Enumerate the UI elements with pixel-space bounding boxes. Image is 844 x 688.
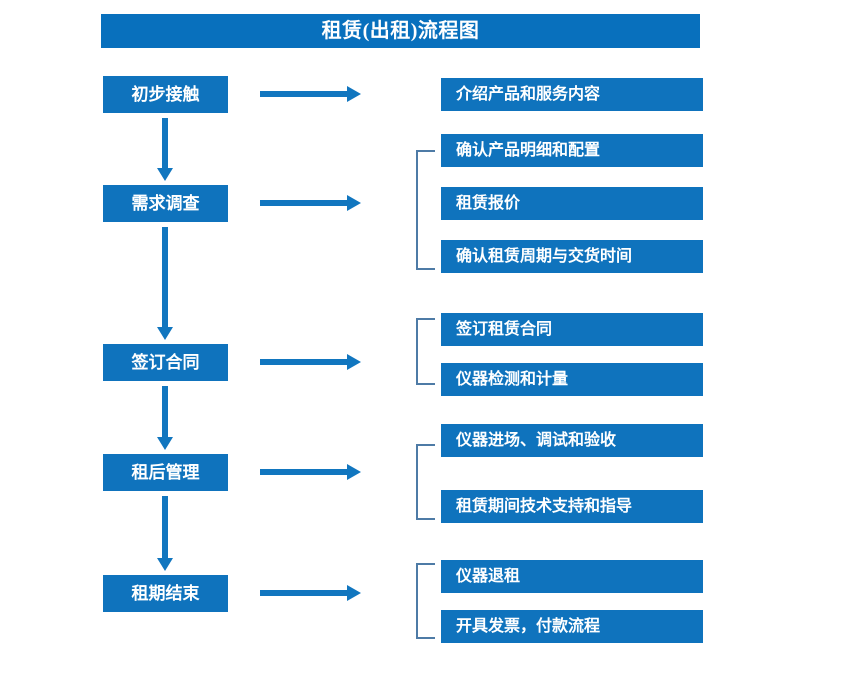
group-bracket-5 [416,563,435,639]
detail-label: 仪器检测和计量 [456,370,569,388]
detail-box-2-3[interactable]: 确认租赁周期与交货时间 [441,240,703,273]
down-arrow-icon-2 [157,227,173,340]
stage-box-2[interactable]: 需求调查 [103,185,228,222]
arrow-shaft [162,496,168,558]
arrow-shaft [260,359,348,365]
arrow-shaft [260,200,348,206]
page-title: 租赁(出租)流程图 [321,20,480,42]
chart-title-banner: 租赁(出租)流程图 [101,14,700,48]
group-bracket-4 [416,444,435,520]
stage-box-4[interactable]: 租后管理 [103,454,228,491]
arrow-shaft [260,91,348,97]
arrow-shaft [162,118,168,168]
stage-label: 签订合同 [131,353,200,372]
detail-label: 仪器进场、调试和验收 [456,431,617,449]
detail-label: 介绍产品和服务内容 [456,85,601,103]
down-arrow-icon-4 [157,496,173,571]
detail-box-2-2[interactable]: 租赁报价 [441,187,703,220]
group-bracket-2 [416,150,435,270]
detail-label: 开具发票，付款流程 [456,617,601,635]
down-arrow-icon-3 [157,386,173,450]
stage-label: 初步接触 [131,85,200,104]
detail-label: 仪器退租 [456,567,521,585]
detail-box-5-2[interactable]: 开具发票，付款流程 [441,610,703,643]
stage-label: 租期结束 [131,584,200,603]
right-arrow-icon-2 [260,195,361,211]
detail-box-3-2[interactable]: 仪器检测和计量 [441,363,703,396]
detail-label: 签订租赁合同 [456,320,553,338]
arrow-head [347,464,361,480]
arrow-shaft [162,227,168,327]
arrow-head [157,558,173,571]
detail-label: 租赁期间技术支持和指导 [456,497,633,515]
arrow-head [157,327,173,340]
detail-box-2-1[interactable]: 确认产品明细和配置 [441,134,703,167]
stage-box-5[interactable]: 租期结束 [103,575,228,612]
arrow-head [157,437,173,450]
group-bracket-3 [416,318,435,385]
detail-box-3-1[interactable]: 签订租赁合同 [441,313,703,346]
arrow-head [347,585,361,601]
down-arrow-icon-1 [157,118,173,181]
arrow-head [157,168,173,181]
stage-box-1[interactable]: 初步接触 [103,76,228,113]
arrow-head [347,354,361,370]
stage-label: 租后管理 [131,463,200,482]
stage-label: 需求调查 [131,194,200,213]
detail-label: 确认产品明细和配置 [456,141,601,159]
arrow-shaft [162,386,168,437]
detail-box-5-1[interactable]: 仪器退租 [441,560,703,593]
arrow-shaft [260,590,348,596]
right-arrow-icon-4 [260,464,361,480]
arrow-head [347,195,361,211]
arrow-head [347,86,361,102]
detail-box-4-1[interactable]: 仪器进场、调试和验收 [441,424,703,457]
right-arrow-icon-1 [260,86,361,102]
right-arrow-icon-3 [260,354,361,370]
arrow-shaft [260,469,348,475]
detail-box-4-2[interactable]: 租赁期间技术支持和指导 [441,490,703,523]
detail-label: 租赁报价 [456,194,521,212]
stage-box-3[interactable]: 签订合同 [103,344,228,381]
detail-label: 确认租赁周期与交货时间 [456,247,633,265]
detail-box-1-1[interactable]: 介绍产品和服务内容 [441,78,703,111]
right-arrow-icon-5 [260,585,361,601]
